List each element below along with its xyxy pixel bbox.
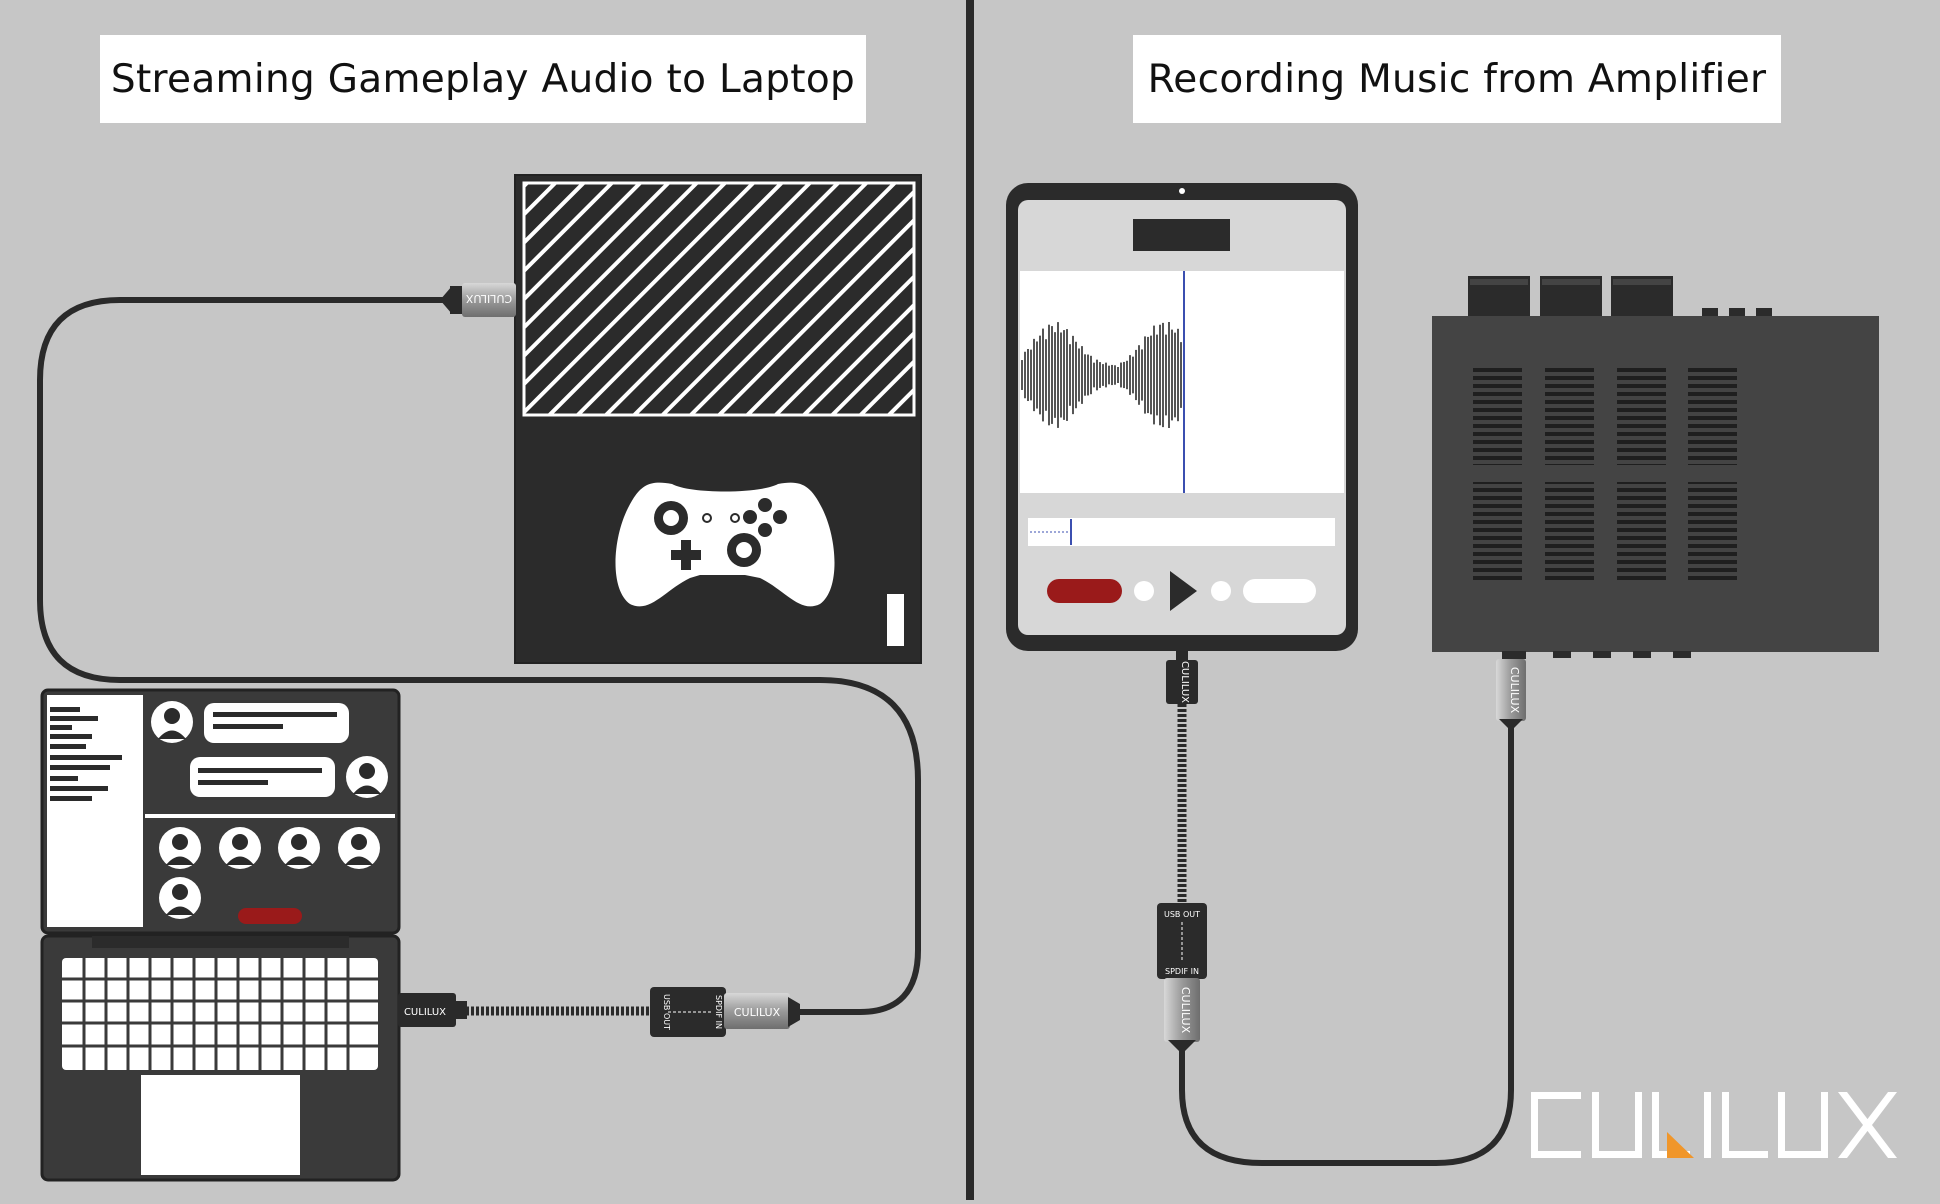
plug-brand-text: CULILUX <box>465 292 512 305</box>
optical-plug-console: CULILUX <box>440 283 516 317</box>
adapter-spdif-in-label: SPDIF IN <box>1165 967 1199 976</box>
timeline-track <box>1028 518 1335 546</box>
optical-plug-amplifier: CULILUX <box>1496 659 1526 731</box>
panel-title-left: Streaming Gameplay Audio to Laptop <box>100 35 866 123</box>
call-end-button <box>238 908 302 924</box>
tablet-icon <box>1006 183 1358 651</box>
audio-adapter-left: USB OUT SPDIF IN CULILUX <box>650 987 800 1037</box>
avatar-icon <box>278 827 320 869</box>
touchpad <box>141 1075 300 1175</box>
volume-pill <box>1243 579 1316 603</box>
panel-title-right: Recording Music from Amplifier <box>1133 35 1781 123</box>
sidebar-text-lines <box>50 707 122 801</box>
chat-bubble <box>204 703 349 743</box>
plug-brand-text: CULILUX <box>734 1006 781 1019</box>
panel-divider <box>966 0 974 1200</box>
play-icon <box>1170 571 1197 611</box>
avatar-icon <box>159 827 201 869</box>
adapter-usb-out-label: USB OUT <box>1164 910 1200 919</box>
rewind-button <box>1134 581 1154 601</box>
amplifier-icon <box>1432 276 1879 659</box>
plug-brand-text: CULILUX <box>404 1007 446 1018</box>
chat-bubble <box>190 757 335 797</box>
audio-waveform <box>1021 322 1182 428</box>
usb-plug-laptop: CULILUX <box>398 993 467 1027</box>
record-button <box>1047 579 1122 603</box>
plug-brand-text: CULILUX <box>1179 661 1190 703</box>
app-title-bar <box>1133 219 1230 251</box>
gamepad-icon <box>615 482 835 607</box>
laptop-icon <box>40 688 401 1182</box>
culilux-logo <box>1531 1092 1897 1158</box>
console-vent-panel <box>522 181 916 417</box>
game-console-icon <box>514 174 922 664</box>
avatar-icon <box>151 701 193 743</box>
usb-plug-tablet: CULILUX <box>1166 651 1198 704</box>
adapter-usb-out-label: USB OUT <box>662 994 671 1030</box>
adapter-spdif-in-label: SPDIF IN <box>714 995 723 1029</box>
audio-adapter-right: USB OUT SPDIF IN CULILUX <box>1157 903 1207 1054</box>
forward-button <box>1211 581 1231 601</box>
avatar-icon <box>219 827 261 869</box>
plug-brand-text: CULILUX <box>1508 667 1521 714</box>
avatar-icon <box>159 877 201 919</box>
amplifier-vents <box>1473 367 1737 580</box>
laptop-sidebar <box>47 695 143 927</box>
optical-cable-amplifier <box>1179 727 1514 1166</box>
avatar-icon <box>346 756 388 798</box>
keyboard <box>62 958 378 1070</box>
avatar-icon <box>338 827 380 869</box>
waveform-area <box>1020 271 1344 493</box>
plug-brand-text: CULILUX <box>1179 987 1192 1034</box>
console-disc-slot <box>887 594 904 646</box>
optical-cable-console <box>37 297 921 1015</box>
